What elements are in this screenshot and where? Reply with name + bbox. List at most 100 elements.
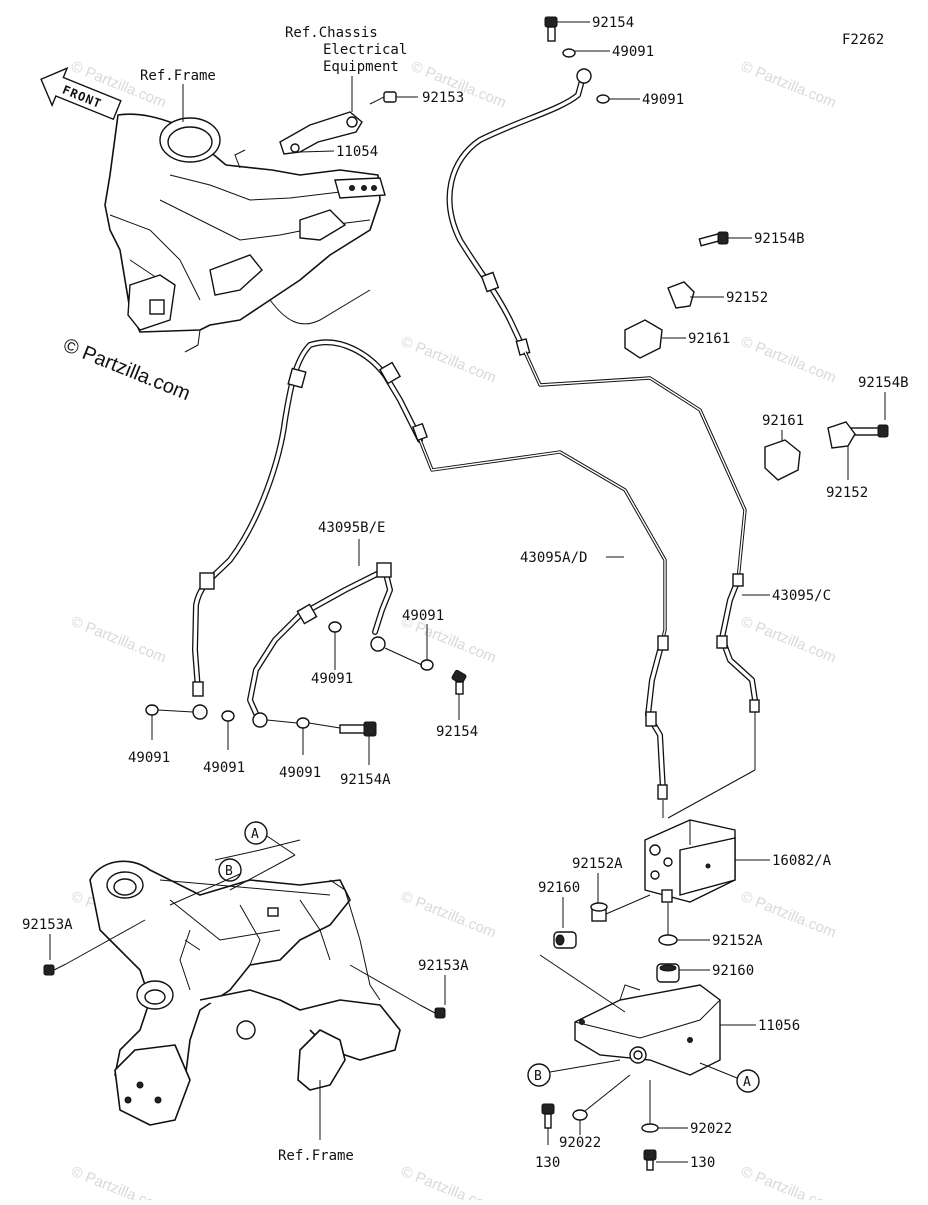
part-label-92022-1: 92022 xyxy=(559,1135,601,1151)
bolt-92154-mid xyxy=(451,669,467,695)
clip-92152-1 xyxy=(667,281,695,309)
part-label-49091-top1: 49091 xyxy=(612,44,654,60)
watermark-text: © Partzilla.com xyxy=(399,888,499,942)
washer-49091-l2 xyxy=(221,710,235,722)
collar-92152A-1 xyxy=(590,902,608,922)
leader-line xyxy=(699,1062,738,1079)
part-label-130-1: 130 xyxy=(535,1155,560,1171)
clip-92152-2 xyxy=(827,421,856,449)
leader-line xyxy=(266,835,296,856)
leader-line xyxy=(266,719,298,724)
ref-frame-bottom-label: Ref.Frame xyxy=(278,1148,354,1164)
upper-frame-assembly xyxy=(104,113,386,353)
leader-line xyxy=(299,150,335,153)
ref-chassis-label-2: Electrical xyxy=(323,42,407,58)
watermark-text: © Partzilla.com xyxy=(69,613,169,667)
leader-line xyxy=(584,1074,631,1112)
part-label-49091-l1: 49091 xyxy=(128,750,170,766)
lower-frame-assembly xyxy=(89,839,401,1126)
bolt-92154-top xyxy=(544,16,558,42)
leader-line xyxy=(667,769,756,819)
bolt-130-2 xyxy=(643,1149,657,1171)
part-label-43095C: 43095/C xyxy=(772,588,831,604)
part-label-92152A-1: 92152A xyxy=(572,856,623,872)
leader-line xyxy=(229,854,296,891)
part-label-16082A: 16082/A xyxy=(772,853,832,869)
copyright-text: © Partzilla.com xyxy=(60,334,193,405)
abs-unit-16082A xyxy=(644,819,736,903)
part-label-49091-mid2: 49091 xyxy=(402,608,444,624)
watermark-text: © Partzilla.com xyxy=(739,613,839,667)
bolt-92154B-2 xyxy=(849,424,889,438)
damper-92160-1 xyxy=(553,931,577,949)
part-label-92153A-1: 92153A xyxy=(22,917,73,933)
leader-line xyxy=(157,709,194,713)
washer-49091-top2 xyxy=(596,94,610,104)
bracket-11056 xyxy=(574,984,721,1076)
callout-b-right: B xyxy=(527,1063,551,1087)
ref-frame-top-label: Ref.Frame xyxy=(140,68,216,84)
bracket-11054 xyxy=(279,111,363,155)
leader-line xyxy=(308,722,341,729)
watermark-text: © Partzilla.com xyxy=(739,333,839,387)
part-label-43095BE: 43095B/E xyxy=(318,520,385,536)
washer-92022-1 xyxy=(572,1109,588,1121)
damper-92160-2 xyxy=(656,963,680,983)
part-label-92154-mid: 92154 xyxy=(436,724,478,740)
part-label-49091-l2: 49091 xyxy=(203,760,245,776)
part-label-49091-l3: 49091 xyxy=(279,765,321,781)
part-label-92160-2: 92160 xyxy=(712,963,754,979)
leader-line xyxy=(384,647,423,666)
part-label-130-2: 130 xyxy=(690,1155,715,1171)
diagram-id: F2262 xyxy=(842,32,884,48)
washer-49091-top1 xyxy=(562,48,576,58)
washer-49091-l3 xyxy=(296,717,310,729)
part-label-92153A-2: 92153A xyxy=(418,958,469,974)
bolt-92154B-1 xyxy=(698,231,729,247)
watermark-text: © Partzilla.com xyxy=(399,1163,499,1200)
watermark-text: © Partzilla.com xyxy=(739,58,839,112)
bolt-130-1 xyxy=(541,1103,555,1129)
callout-b-left: B xyxy=(218,858,242,882)
watermark-text: © Partzilla.com xyxy=(739,1163,839,1200)
svg-text:A: A xyxy=(743,1075,751,1090)
brake-hose-43095C xyxy=(446,68,760,713)
bolt-92153A-2 xyxy=(419,1004,446,1019)
part-label-92152-2: 92152 xyxy=(826,485,868,501)
part-label-92153: 92153 xyxy=(422,90,464,106)
washer-92022-2 xyxy=(641,1123,659,1133)
part-label-92154B-2: 92154B xyxy=(858,375,909,391)
washer-49091-mid2 xyxy=(420,659,434,671)
part-label-49091-mid1: 49091 xyxy=(311,671,353,687)
ref-chassis-label-3: Equipment xyxy=(323,59,399,75)
grommet-92161-1 xyxy=(624,319,663,359)
part-label-11054: 11054 xyxy=(336,144,378,160)
part-label-49091-top2: 49091 xyxy=(642,92,684,108)
brake-hose-43095BE xyxy=(247,562,393,728)
part-label-43095AD: 43095A/D xyxy=(520,550,587,566)
svg-text:B: B xyxy=(534,1069,542,1084)
watermark-text: © Partzilla.com xyxy=(399,333,499,387)
bolt-92154A xyxy=(339,721,377,737)
part-label-92022-2: 92022 xyxy=(690,1121,732,1137)
bolt-92153A-1 xyxy=(43,963,67,976)
callout-a-right: A xyxy=(736,1069,760,1093)
part-label-92161-2: 92161 xyxy=(762,413,804,429)
leader-line xyxy=(539,954,626,1013)
part-label-92152-1: 92152 xyxy=(726,290,768,306)
leader-line xyxy=(169,873,241,906)
part-label-92152A-2: 92152A xyxy=(712,933,763,949)
part-label-92154-top: 92154 xyxy=(592,15,634,31)
part-label-92154B-1: 92154B xyxy=(754,231,805,247)
part-label-92154A: 92154A xyxy=(340,772,391,788)
leader-line xyxy=(605,894,651,915)
leader-line xyxy=(549,1059,621,1073)
callout-a-left: A xyxy=(244,821,268,845)
svg-text:A: A xyxy=(251,827,259,842)
washer-49091-mid1 xyxy=(328,621,342,633)
collar-92152A-2 xyxy=(658,934,678,946)
brake-hose-43095AD xyxy=(192,339,669,800)
leader-line xyxy=(349,964,421,1006)
